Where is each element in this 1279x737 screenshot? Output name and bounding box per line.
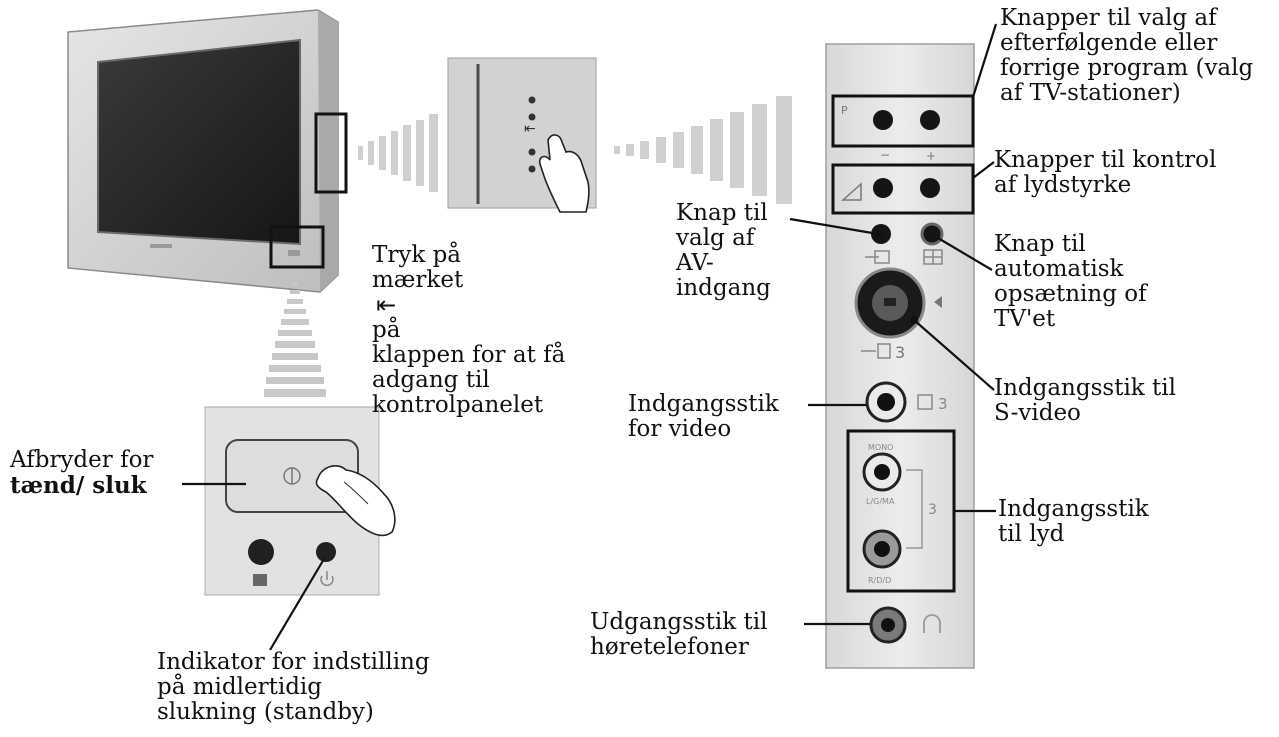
label-s-video-input: Indgangsstik til S-video (994, 375, 1177, 426)
audio-number: 3 (928, 502, 937, 518)
minus-mark: − (880, 148, 890, 162)
label-volume-buttons: Knapper til kontrol af lydstyrke (994, 147, 1217, 198)
l-g-mono-mark: L/G/MA (866, 497, 895, 506)
auto-setup-button[interactable] (920, 222, 944, 246)
open-flap-icon: ⇤ (376, 291, 397, 319)
program-up-button[interactable] (920, 110, 940, 130)
zoom-wedge-panel (614, 96, 792, 204)
auto-setup-icon (923, 249, 943, 265)
remote-sensor (248, 539, 274, 565)
volume-up-button[interactable] (920, 178, 940, 198)
zoom-wedge-front (264, 282, 326, 397)
prog-p-mark: P (841, 104, 848, 117)
flap-closeup: ⇤ (447, 57, 597, 213)
volume-down-button[interactable] (873, 178, 893, 198)
front-panel-closeup (204, 406, 396, 596)
mono-mark: MONO (868, 443, 893, 452)
leader-lines (182, 23, 998, 651)
label-press-mark: Tryk på mærket⇤på klappen for at få adga… (372, 242, 566, 418)
label-program-buttons: Knapper til valg af efterfølgende eller … (1000, 5, 1254, 106)
video-number: 3 (938, 395, 948, 413)
label-standby-indicator: Indikator for indstilling på midlertidig… (157, 649, 430, 725)
zoom-wedge-flap (358, 114, 438, 192)
label-av-button: Knap til valg af AV- indgang (676, 200, 771, 301)
r-d-d-mark: R/D/D (868, 576, 891, 585)
side-control-panel: P − + 3 3 MONO (825, 43, 975, 669)
program-down-button[interactable] (873, 110, 893, 130)
open-flap-icon: ⇤ (524, 121, 536, 137)
label-headphone-output: Udgangsstik til høretelefoner (590, 609, 768, 660)
side-flap-highlight (314, 112, 348, 194)
label-video-input: Indgangsstik for video (628, 391, 779, 442)
label-power-switch: Afbryder for tænd/ sluk (10, 447, 154, 499)
standby-indicator-light (316, 542, 336, 562)
plus-mark: + (926, 149, 936, 163)
headphone-icon (923, 614, 941, 633)
power-icon (283, 467, 301, 485)
audio-inputs-highlight (846, 429, 956, 593)
label-audio-input: Indgangsstik til lyd (998, 496, 1149, 547)
volume-icon (841, 182, 862, 201)
av-input-icon (865, 250, 890, 264)
s-video-number: 3 (895, 343, 905, 362)
volume-buttons-highlight (831, 163, 975, 215)
standby-icon (320, 571, 334, 586)
program-buttons-highlight (831, 94, 975, 148)
tv-set (67, 9, 339, 293)
label-auto-setup: Knap til automatisk opsætning of TV'et (994, 231, 1147, 332)
front-panel-highlight (269, 225, 325, 269)
